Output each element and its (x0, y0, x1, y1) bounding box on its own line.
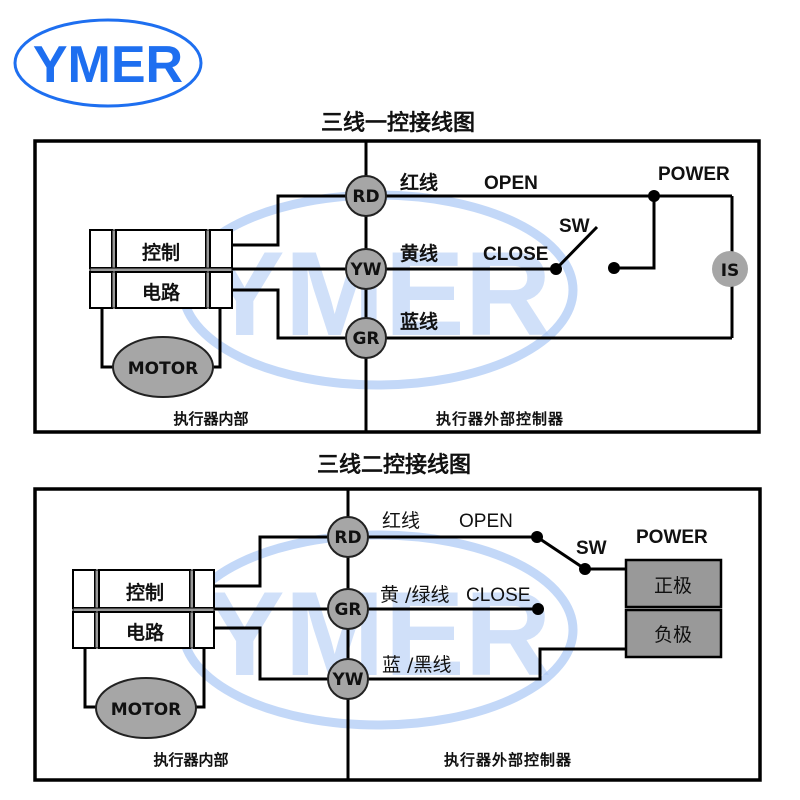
control-label: 控制 (142, 241, 180, 264)
power-positive-label: 正极 (654, 575, 692, 597)
d1-terminal-yw: YW (345, 248, 387, 290)
svg-text:RD: RD (352, 187, 379, 207)
circuit-label: 电路 (142, 281, 181, 304)
d2-switch-lever (536, 535, 586, 571)
diagram1-title: 三线一控接线图 (321, 110, 475, 136)
d1-wire-internal-rd (232, 194, 346, 247)
diagram1-frame (33, 139, 761, 434)
d1-switch-label: SW (559, 216, 590, 237)
svg-text:GR: GR (352, 329, 379, 349)
svg-text:YW: YW (349, 260, 381, 280)
d2-power-label: POWER (636, 527, 708, 548)
d1-switch-lever (554, 225, 599, 271)
power-negative-box (624, 608, 723, 659)
watermark-2: YMER (178, 530, 578, 730)
motor-label: MOTOR (111, 700, 182, 720)
d2-wire-internal-rd (214, 535, 328, 588)
svg-text:YW: YW (331, 670, 363, 690)
d2-switch-label: SW (576, 538, 607, 559)
d2-outside-caption: 执行器外部控制器 (444, 751, 572, 769)
circuit-label: 电路 (126, 621, 165, 644)
svg-text:RD: RD (334, 528, 361, 548)
d2-wire-internal-yw (214, 626, 328, 681)
d1-close-label: CLOSE (483, 244, 548, 265)
diagram2-frame (33, 487, 762, 782)
diagram2-title: 三线二控接线图 (317, 452, 471, 478)
d1-wire-label-yellow: 黄线 (400, 242, 438, 265)
d1-outside-caption: 执行器外部控制器 (436, 410, 564, 428)
control-label: 控制 (126, 581, 164, 604)
d2-wire-label-yellow-green: 黄 /绿线 (380, 584, 449, 606)
d2-inside-caption: 执行器内部 (153, 751, 228, 769)
logo-text: YMER (33, 36, 183, 94)
d2-open-label: OPEN (459, 511, 513, 532)
diagram2-control-circuit: 控制 电路 (72, 569, 215, 649)
d1-terminal-rd: RD (345, 175, 387, 217)
diagram2-motor (95, 677, 197, 739)
power-negative-label: 负极 (654, 624, 692, 646)
d2-terminal-gr: GR (327, 588, 369, 630)
d2-power-supply: 正极 负极 (624, 558, 723, 659)
d1-open-label: OPEN (484, 173, 538, 194)
d2-terminal-yw: YW (327, 658, 369, 700)
d2-wire-common (368, 647, 626, 681)
power-positive-box (624, 558, 723, 609)
d1-wire-internal-gr (232, 288, 346, 340)
d1-wire-label-blue: 蓝线 (400, 310, 438, 333)
svg-text:GR: GR (334, 600, 361, 620)
d1-wire-label-red: 红线 (400, 171, 438, 194)
d1-inside-caption: 执行器内部 (173, 410, 248, 428)
diagram1-motor (112, 336, 214, 398)
motor-label: MOTOR (128, 359, 199, 379)
diagram1-control-circuit: 控制 电路 (89, 229, 233, 309)
d2-wire-label-red: 红线 (382, 510, 420, 532)
d1-terminal-gr: GR (345, 317, 387, 359)
ymer-logo: YMER (13, 18, 203, 108)
logo-ellipse (13, 18, 203, 108)
d2-wire-label-blue-black: 蓝 /黑线 (382, 654, 451, 676)
d2-close-label: CLOSE (466, 585, 530, 606)
d1-indicator (712, 251, 748, 287)
d1-power-label: POWER (658, 164, 730, 185)
d2-terminal-rd: RD (327, 516, 369, 558)
indicator-label: IS (721, 261, 740, 281)
